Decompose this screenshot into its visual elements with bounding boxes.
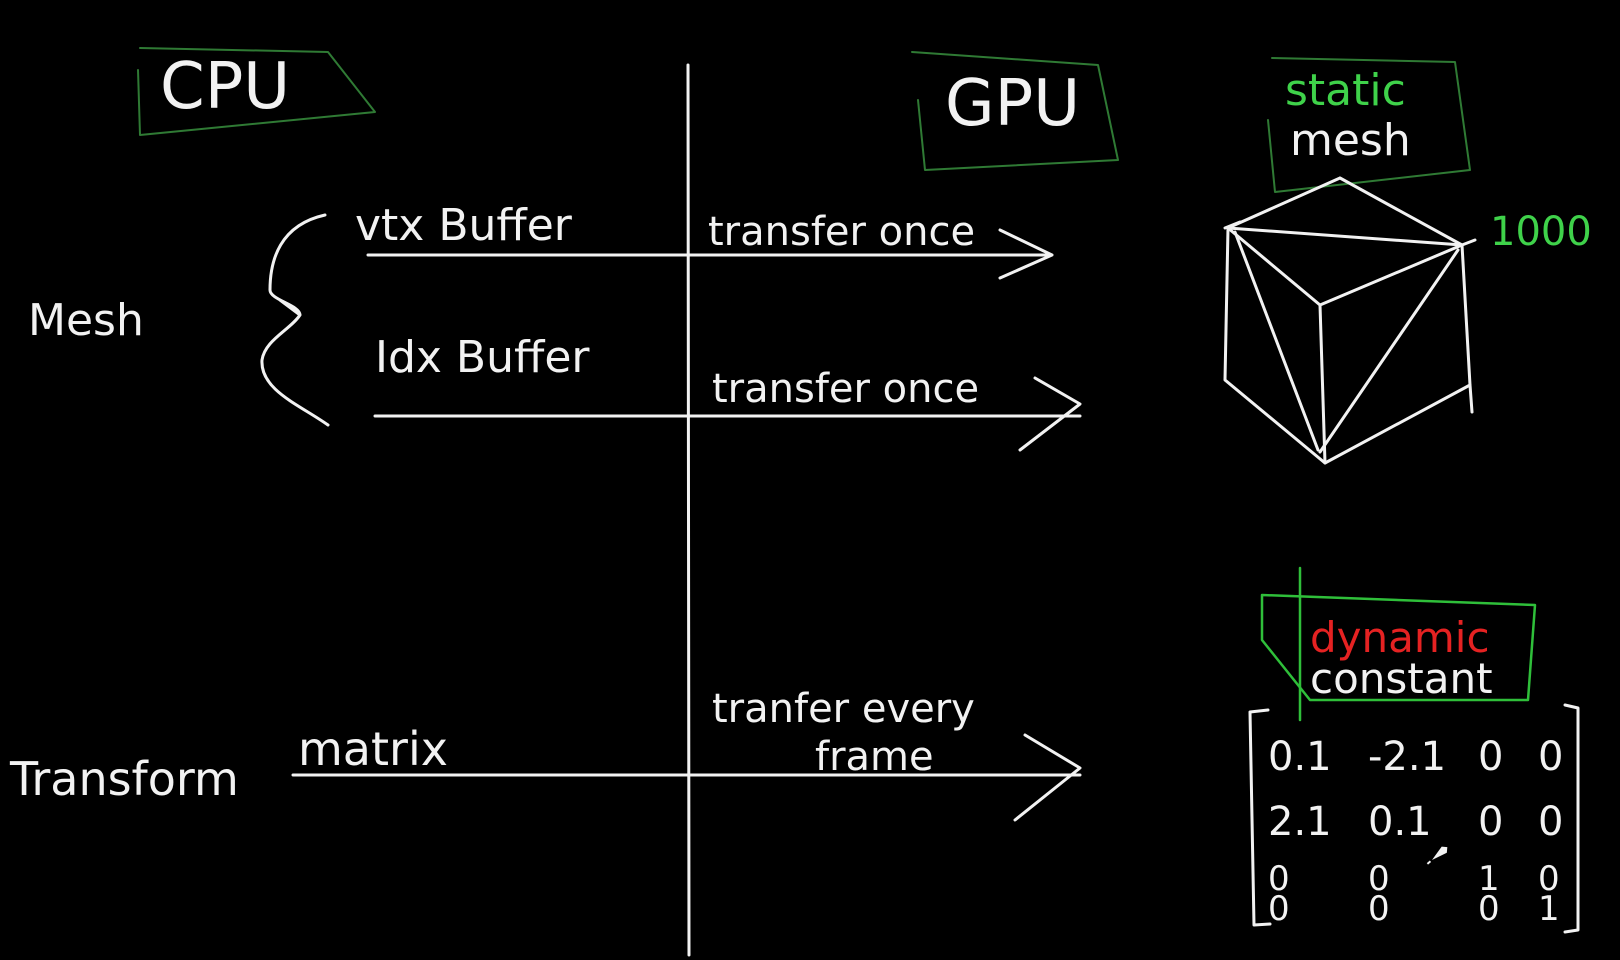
transfer-once-label-1: transfer once bbox=[708, 209, 975, 255]
matrix-cell-r3-c3: 1 bbox=[1538, 889, 1560, 929]
transfer-every-label: tranfer every bbox=[712, 686, 975, 732]
transfer-once-label-2: transfer once bbox=[712, 366, 979, 412]
matrix-cell-r1-c3: 0 bbox=[1538, 799, 1563, 845]
cpu-label: CPU bbox=[160, 50, 290, 124]
matrix-cell-r0-c2: 0 bbox=[1478, 734, 1503, 780]
vtx-buffer-arrow bbox=[366, 228, 1054, 280]
gpu-label: GPU bbox=[945, 67, 1080, 141]
matrix-cell-r1-c0: 2.1 bbox=[1268, 799, 1332, 845]
pen-cursor-icon bbox=[1426, 846, 1448, 865]
dynamic-label: dynamic bbox=[1310, 613, 1490, 662]
matrix-cell-r0-c0: 0.1 bbox=[1268, 734, 1332, 780]
dynamic-constant-box: dynamic constant bbox=[1260, 566, 1537, 722]
matrix-cell-r3-c0: 0 bbox=[1268, 889, 1290, 929]
constant-label: constant bbox=[1310, 654, 1493, 703]
idx-buffer-label: Idx Buffer bbox=[375, 332, 590, 383]
matrix-cell-r1-c2: 0 bbox=[1478, 799, 1503, 845]
matrix-right-bracket bbox=[1563, 703, 1580, 934]
mesh-box-label: mesh bbox=[1290, 115, 1411, 166]
idx-buffer-arrow bbox=[373, 376, 1082, 452]
matrix-cell-r0-c1: -2.1 bbox=[1368, 734, 1446, 780]
cube-sketch bbox=[1223, 176, 1477, 465]
matrix-label: matrix bbox=[298, 722, 448, 776]
gpu-header: GPU bbox=[911, 51, 1119, 171]
matrix-cell-r3-c2: 0 bbox=[1478, 889, 1500, 929]
static-label: static bbox=[1285, 65, 1406, 116]
matrix-cell-r0-c3: 0 bbox=[1538, 734, 1563, 780]
mesh-label: Mesh bbox=[28, 295, 144, 346]
matrix-cell-r2-c2: 1 bbox=[1478, 859, 1500, 899]
transform-label: Transform bbox=[9, 752, 239, 806]
matrix-cell-r2-c1: 0 bbox=[1368, 859, 1390, 899]
matrix-left-bracket bbox=[1248, 708, 1272, 927]
mesh-brace bbox=[260, 213, 330, 427]
matrix-cell-r2-c0: 0 bbox=[1268, 859, 1290, 899]
static-mesh-box: static mesh bbox=[1267, 57, 1471, 193]
cpu-gpu-divider bbox=[686, 63, 691, 957]
frame-label: frame bbox=[815, 734, 934, 780]
matrix-cell-r3-c1: 0 bbox=[1368, 889, 1390, 929]
matrix-cell-r2-c3: 0 bbox=[1538, 859, 1560, 899]
vtx-buffer-label: vtx Buffer bbox=[355, 200, 573, 251]
instance-count: 1000 bbox=[1490, 209, 1592, 255]
cpu-header: CPU bbox=[137, 47, 376, 136]
transform-arrow bbox=[291, 733, 1082, 822]
matrix-cell-r1-c1: 0.1 bbox=[1368, 799, 1432, 845]
